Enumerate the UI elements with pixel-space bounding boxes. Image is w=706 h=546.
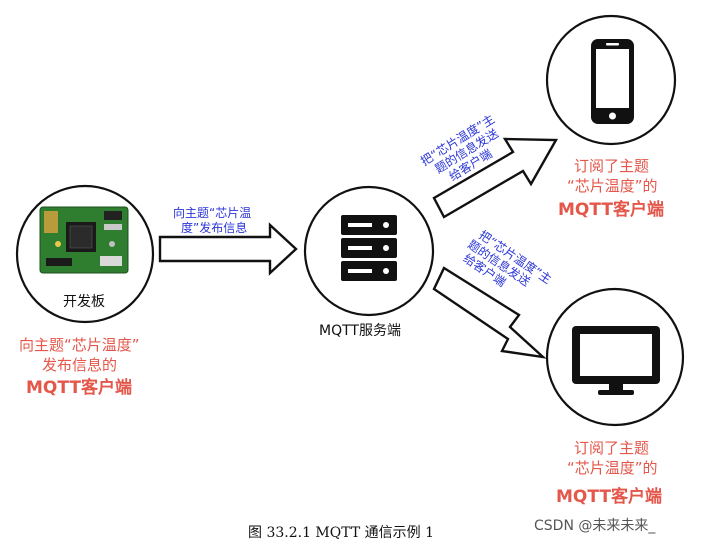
- publish-arrow-label: 向主题“芯片温 度”发布信息: [173, 205, 255, 235]
- to-phone-arrow: [432, 137, 559, 219]
- smartphone-icon: [591, 39, 634, 124]
- board-description: 向主题“芯片温度” 发布信息的: [19, 336, 144, 374]
- server-node: MQTT服务端: [303, 185, 435, 339]
- board-node: 开发板: [15, 184, 155, 324]
- monitor-role: MQTT客户端: [556, 486, 662, 507]
- board-label: 开发板: [63, 294, 105, 310]
- phone-description: 订阅了主题 “芯片温度”的: [567, 157, 658, 195]
- server-label: MQTT服务端: [319, 323, 401, 339]
- dev-board-icon: [39, 206, 129, 274]
- board-role: MQTT客户端: [26, 377, 132, 398]
- phone-node: [545, 14, 677, 146]
- csdn-watermark: CSDN @未来未来_: [534, 518, 656, 534]
- to-monitor-arrow: [432, 266, 547, 359]
- monitor-icon: [572, 326, 660, 395]
- monitor-description: 订阅了主题 “芯片温度”的: [567, 439, 658, 477]
- figure-caption: 图 33.2.1 MQTT 通信示例 1: [248, 525, 434, 541]
- publish-arrow: [158, 222, 298, 276]
- server-rack-icon: [341, 215, 397, 281]
- monitor-node: [545, 287, 685, 427]
- phone-role: MQTT客户端: [558, 199, 664, 220]
